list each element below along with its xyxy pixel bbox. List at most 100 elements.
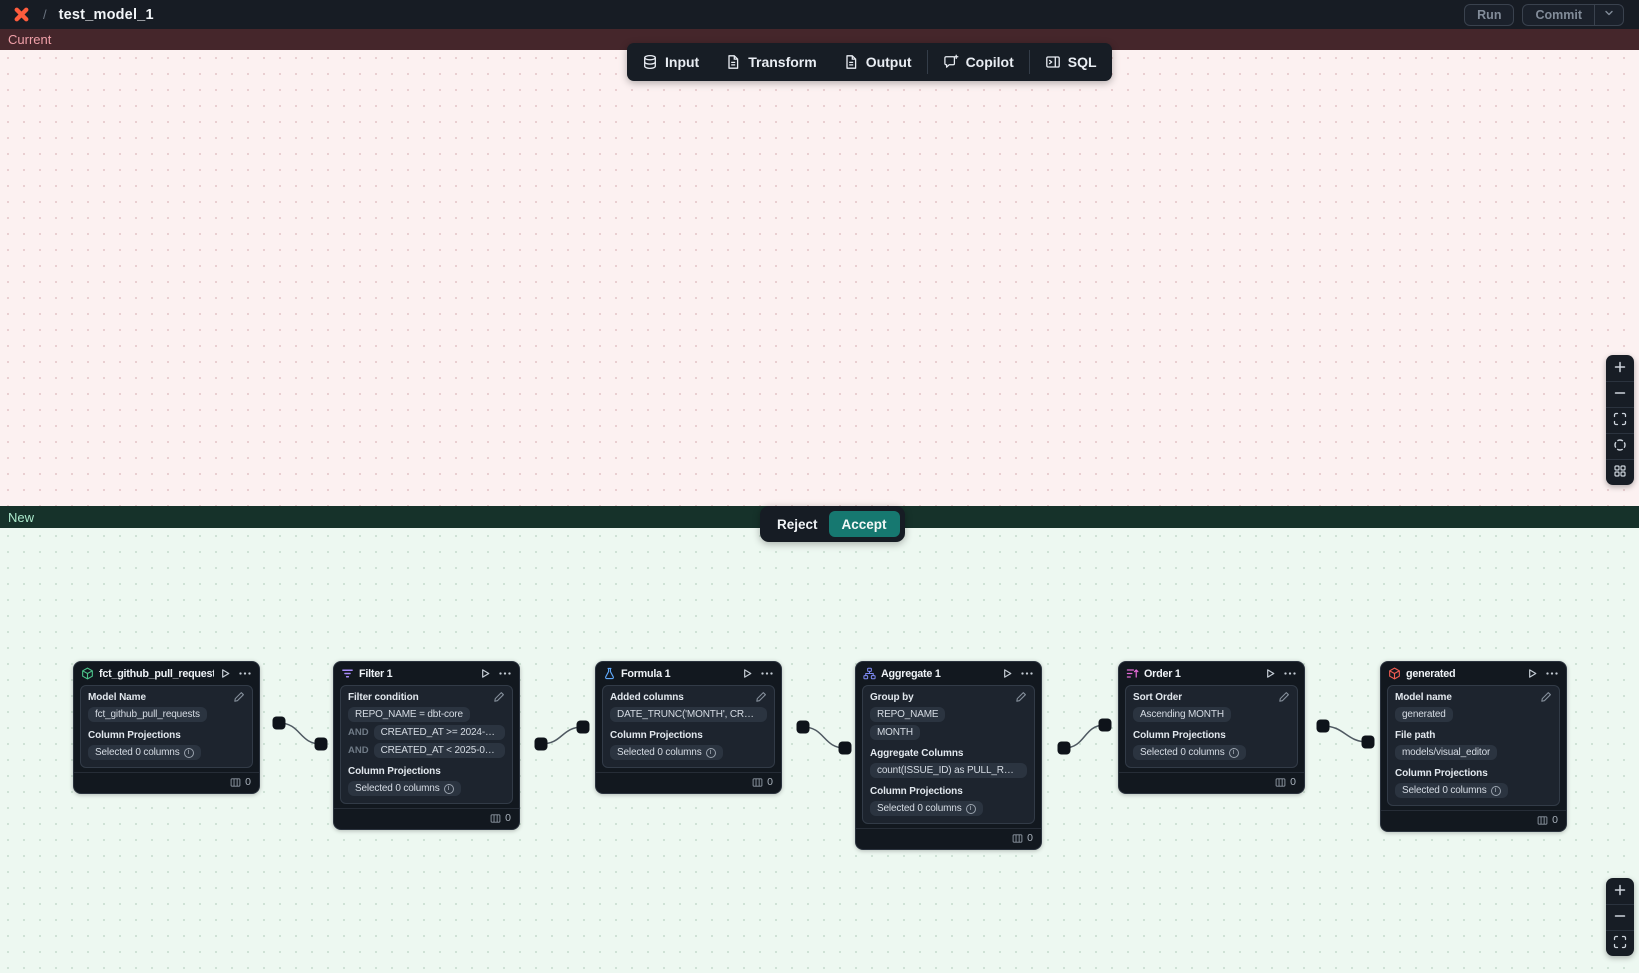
node-title: Filter 1 xyxy=(359,667,393,680)
fit-view-button[interactable] xyxy=(1606,407,1634,433)
node-body: Group by REPO_NAME MONTH Aggregate Colum… xyxy=(862,685,1035,824)
file-path-pill[interactable]: models/visual_editor xyxy=(1395,745,1498,760)
node-aggregate-1[interactable]: Aggregate 1 Group by REPO_NAME MONTH Agg… xyxy=(855,661,1042,850)
run-node-button[interactable] xyxy=(1001,667,1013,680)
connection-handle[interactable] xyxy=(534,737,548,751)
more-menu-button[interactable] xyxy=(760,667,774,680)
add-transform-button[interactable]: Transform xyxy=(712,43,829,81)
more-menu-button[interactable] xyxy=(1283,667,1297,680)
commit-dropdown-button[interactable] xyxy=(1594,4,1623,25)
node-fct-github-pull-requests[interactable]: fct_github_pull_requests Model Name fct_… xyxy=(73,661,260,794)
row-count: 0 xyxy=(245,776,251,788)
connection-handle[interactable] xyxy=(1361,735,1375,749)
value-pill[interactable]: fct_github_pull_requests xyxy=(88,707,207,722)
zoom-out-button[interactable] xyxy=(1606,904,1634,930)
commit-button[interactable]: Commit xyxy=(1523,5,1594,25)
node-header: generated xyxy=(1381,662,1566,685)
node-header: fct_github_pull_requests xyxy=(74,662,259,685)
run-node-button[interactable] xyxy=(219,667,231,680)
connection-handle[interactable] xyxy=(1316,719,1330,733)
more-menu-button[interactable] xyxy=(238,667,252,680)
columns-count-icon xyxy=(1537,815,1548,826)
node-header: Aggregate 1 xyxy=(856,662,1041,685)
group-by-pill[interactable]: REPO_NAME xyxy=(870,707,946,722)
connection-handle[interactable] xyxy=(796,720,810,734)
connection-handle[interactable] xyxy=(314,737,328,751)
filter-condition-pill[interactable]: CREATED_AT >= 2024-12-01 xyxy=(373,725,505,740)
group-by-pill[interactable]: MONTH xyxy=(870,725,920,740)
more-menu-button[interactable] xyxy=(498,667,512,680)
edit-pencil-icon[interactable] xyxy=(1015,691,1027,703)
row-count: 0 xyxy=(505,812,511,824)
run-node-button[interactable] xyxy=(1526,667,1538,680)
add-output-button[interactable]: Output xyxy=(830,43,925,81)
columns-count-icon xyxy=(1012,833,1023,844)
node-order-1[interactable]: Order 1 Sort Order Ascending MONTH Colum… xyxy=(1118,661,1305,794)
node-section: Sort Order Ascending MONTH xyxy=(1133,692,1290,722)
breadcrumb-separator: / xyxy=(43,7,47,22)
edit-pencil-icon[interactable] xyxy=(493,691,505,703)
connection-handle[interactable] xyxy=(1098,718,1112,732)
filter-condition-pill[interactable]: REPO_NAME = dbt-core xyxy=(348,707,470,722)
filter-condition-pill[interactable]: CREATED_AT < 2025-03-01 xyxy=(373,743,505,758)
run-node-button[interactable] xyxy=(741,667,753,680)
edit-pencil-icon[interactable] xyxy=(1278,691,1290,703)
run-button[interactable]: Run xyxy=(1464,3,1515,26)
zoom-in-button[interactable] xyxy=(1606,878,1634,904)
tiles-button[interactable] xyxy=(1606,459,1634,485)
node-formula-1[interactable]: Formula 1 Added columns DATE_TRUNC('MONT… xyxy=(595,661,782,794)
section-label: Group by xyxy=(870,692,914,703)
sql-label: SQL xyxy=(1067,54,1097,70)
more-menu-button[interactable] xyxy=(1020,667,1034,680)
accept-button[interactable]: Accept xyxy=(828,511,900,537)
fit-view-button[interactable] xyxy=(1606,930,1634,956)
model-name-pill[interactable]: generated xyxy=(1395,707,1453,722)
connection-handle[interactable] xyxy=(576,720,590,734)
new-canvas[interactable] xyxy=(0,528,1639,973)
zoom-out-button[interactable] xyxy=(1606,381,1634,407)
more-menu-button[interactable] xyxy=(1545,667,1559,680)
database-icon xyxy=(642,54,658,70)
formula-pill[interactable]: DATE_TRUNC('MONTH', CREATED_AT… xyxy=(610,707,767,722)
node-title: generated xyxy=(1406,667,1456,680)
node-footer: 0 xyxy=(1119,772,1304,793)
node-footer: 0 xyxy=(1381,810,1566,831)
edit-pencil-icon[interactable] xyxy=(1540,691,1552,703)
copilot-chat-icon xyxy=(943,54,959,70)
page-title: test_model_1 xyxy=(58,6,154,23)
section-label: Aggregate Columns xyxy=(870,748,964,759)
node-generated[interactable]: generated Model name generated File path… xyxy=(1380,661,1567,832)
section-label: Model name xyxy=(1395,692,1452,703)
sort-order-pill[interactable]: Ascending MONTH xyxy=(1133,707,1231,722)
current-version-banner: Current xyxy=(0,29,1639,50)
zoom-in-button[interactable] xyxy=(1606,355,1634,381)
copilot-button[interactable]: Copilot xyxy=(930,43,1027,81)
reject-button[interactable]: Reject xyxy=(766,517,829,532)
new-pane-zoom-controls xyxy=(1606,878,1634,956)
current-canvas[interactable] xyxy=(0,50,1639,506)
edit-pencil-icon[interactable] xyxy=(233,691,245,703)
node-filter-1[interactable]: Filter 1 Filter condition REPO_NAME = db… xyxy=(333,661,520,830)
connection-handle[interactable] xyxy=(1057,741,1071,755)
edit-pencil-icon[interactable] xyxy=(755,691,767,703)
aggregate-column-pill[interactable]: count(ISSUE_ID) as PULL_REQUEST_… xyxy=(870,763,1027,778)
node-section: Model Name fct_github_pull_requests xyxy=(88,692,245,722)
locate-button[interactable] xyxy=(1606,433,1634,459)
section-label: Column Projections xyxy=(88,730,181,741)
add-input-button[interactable]: Input xyxy=(629,43,712,81)
sql-button[interactable]: SQL xyxy=(1032,43,1110,81)
run-node-button[interactable] xyxy=(1264,667,1276,680)
connection-handle[interactable] xyxy=(272,716,286,730)
zoom-in-icon xyxy=(1613,360,1627,377)
connection-handle[interactable] xyxy=(838,741,852,755)
run-node-button[interactable] xyxy=(479,667,491,680)
